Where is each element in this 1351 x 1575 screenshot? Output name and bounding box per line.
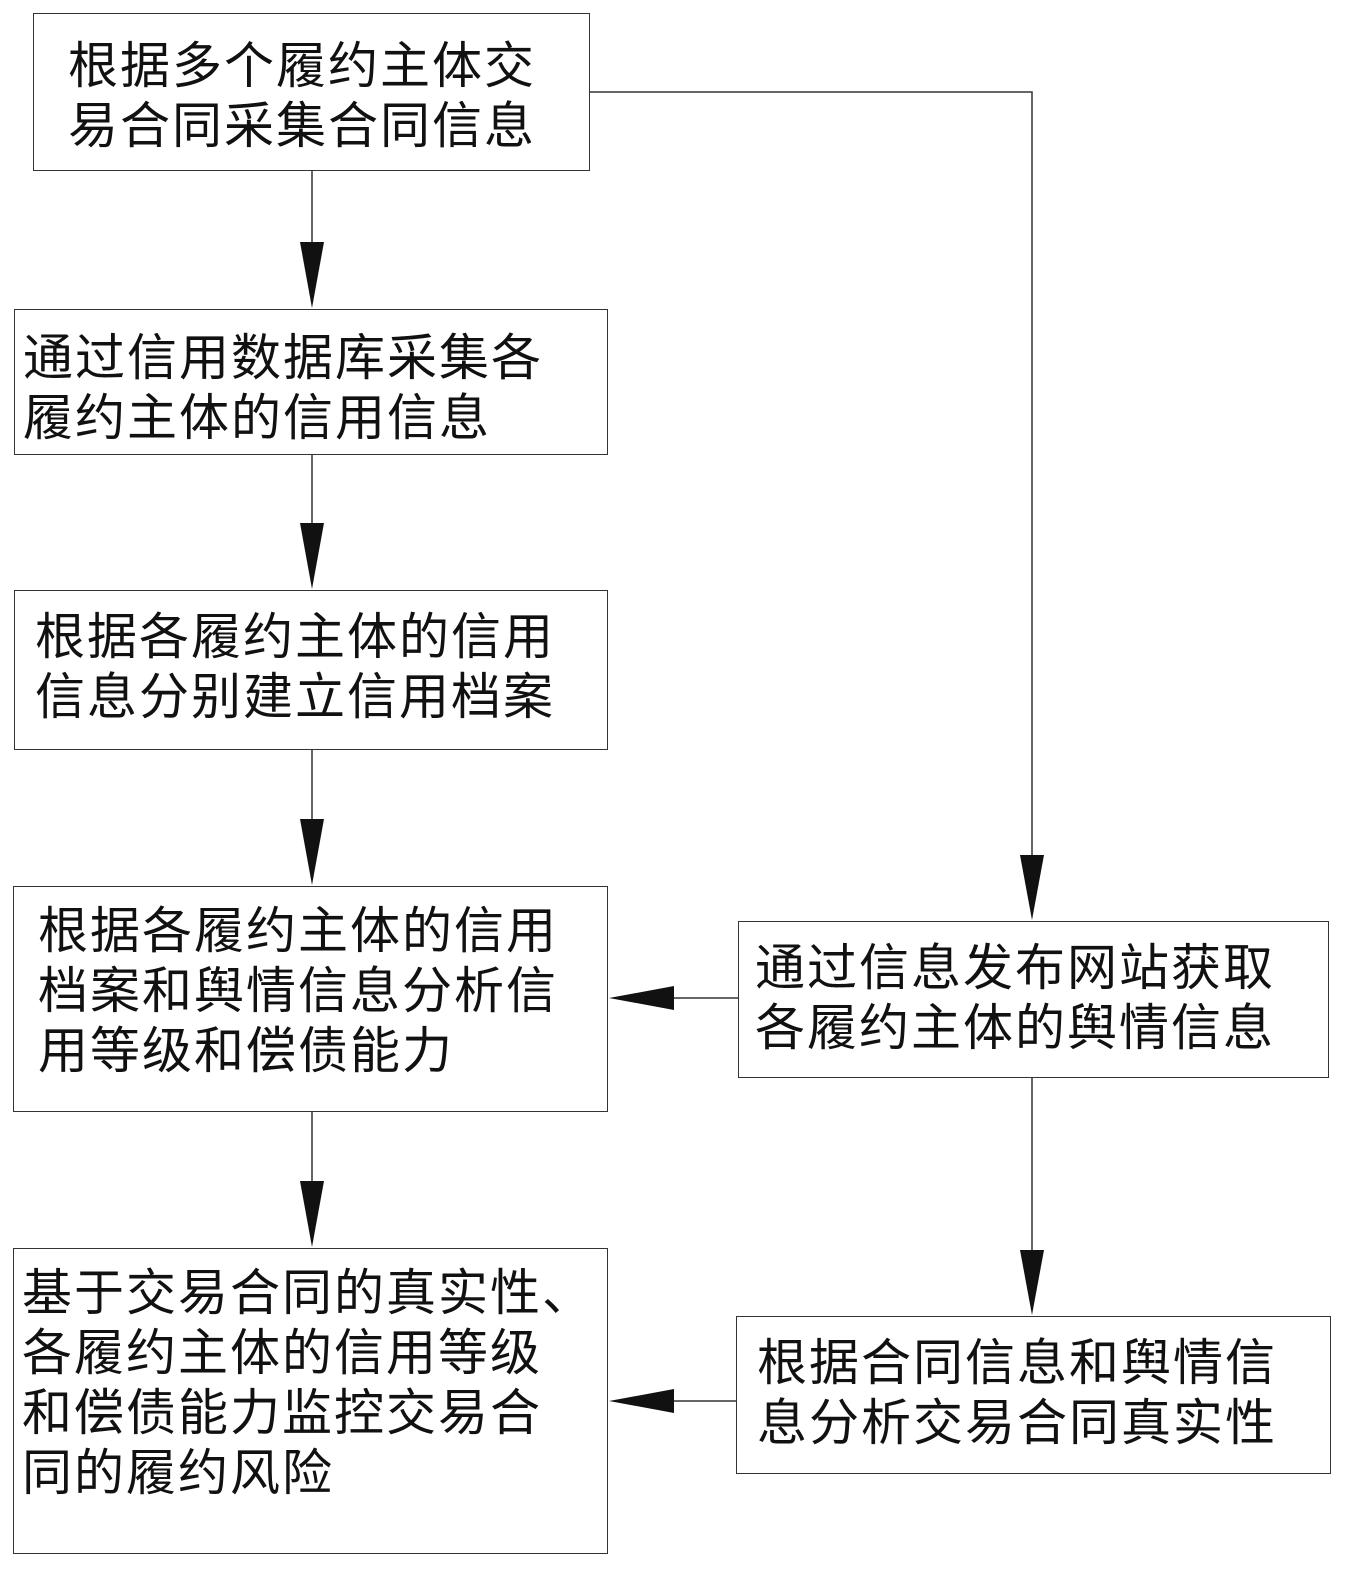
- step-text-line: 根据各履约主体的信用: [38, 902, 558, 960]
- step-monitor-risk: 基于交易合同的真实性、 各履约主体的信用等级 和偿债能力监控交易合 同的履约风险: [13, 1248, 608, 1554]
- step-text-line: 档案和舆情信息分析信: [38, 962, 558, 1020]
- step-text-line: 各履约主体的舆情信息: [755, 999, 1275, 1057]
- arrowhead-down-icon: [300, 819, 324, 885]
- step-text-line: 根据合同信息和舆情信: [757, 1334, 1277, 1392]
- step-text-line: 通过信息发布网站获取: [755, 939, 1275, 997]
- step-collect-credit-info: 通过信用数据库采集各 履约主体的信用信息: [14, 309, 608, 455]
- arrowhead-down-icon: [1020, 855, 1044, 920]
- step-text-line: 基于交易合同的真实性、: [22, 1264, 594, 1322]
- arrowhead-down-icon: [300, 1181, 324, 1247]
- step-text-line: 根据各履约主体的信用: [35, 608, 555, 666]
- step-text-line: 用等级和偿债能力: [38, 1022, 454, 1080]
- arrowhead-down-icon: [1020, 1250, 1044, 1315]
- step-get-public-opinion: 通过信息发布网站获取 各履约主体的舆情信息: [738, 921, 1329, 1078]
- step-text-line: 息分析交易合同真实性: [757, 1394, 1277, 1452]
- step-build-credit-file: 根据各履约主体的信用 信息分别建立信用档案: [14, 590, 608, 750]
- step-text-line: 同的履约风险: [22, 1444, 334, 1502]
- arrowhead-down-icon: [300, 242, 324, 308]
- step-text-line: 通过信用数据库采集各: [23, 329, 543, 387]
- step-text-line: 易合同采集合同信息: [68, 97, 536, 155]
- step-collect-contract-info: 根据多个履约主体交 易合同采集合同信息: [33, 13, 590, 171]
- step-analyze-authenticity: 根据合同信息和舆情信 息分析交易合同真实性: [736, 1316, 1331, 1474]
- step-text-line: 履约主体的信用信息: [23, 389, 491, 447]
- step-text-line: 根据多个履约主体交: [68, 37, 536, 95]
- step-text-line: 各履约主体的信用等级: [22, 1324, 542, 1382]
- arrowhead-down-icon: [300, 523, 324, 589]
- step-text-line: 和偿债能力监控交易合: [22, 1384, 542, 1442]
- step-analyze-credit-level: 根据各履约主体的信用 档案和舆情信息分析信 用等级和偿债能力: [13, 886, 608, 1112]
- arrowhead-left-icon: [609, 1389, 674, 1413]
- step-text-line: 信息分别建立信用档案: [35, 668, 555, 726]
- arrowhead-left-icon: [609, 986, 674, 1010]
- connector-1-6: [590, 91, 1033, 873]
